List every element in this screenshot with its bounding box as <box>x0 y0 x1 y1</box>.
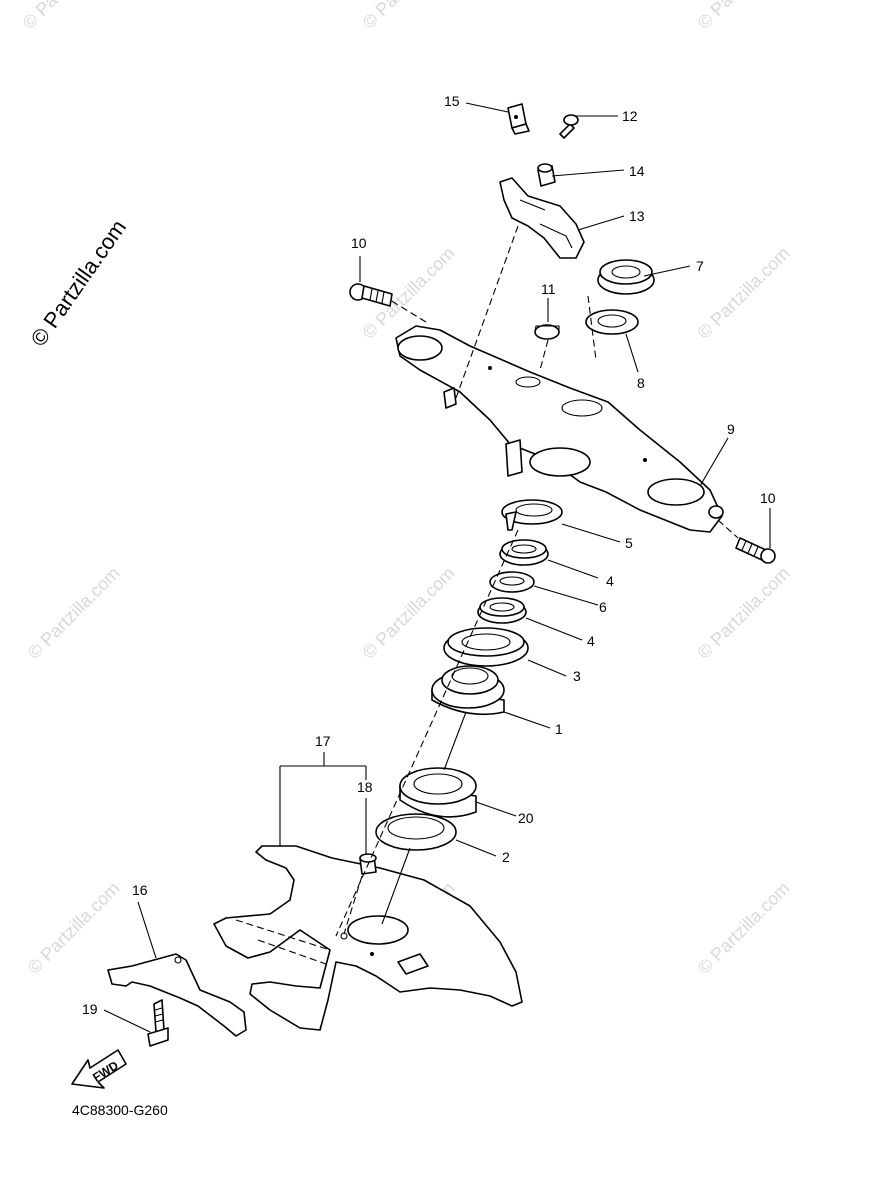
callout-13: 13 <box>629 208 645 224</box>
fwd-arrow: FWD <box>71 1049 127 1089</box>
watermark: © Partzilla.com <box>359 0 459 33</box>
callout-2: 2 <box>502 849 510 865</box>
part-13-bracket <box>499 177 585 259</box>
callout-18: 18 <box>357 779 373 795</box>
part-17-under-bracket <box>213 845 523 1031</box>
part-16-stay <box>107 953 247 1037</box>
callout-5: 5 <box>625 535 633 551</box>
part-19-bolt <box>147 999 169 1047</box>
callout-3: 3 <box>573 668 581 684</box>
watermark: © Partzilla.com <box>694 878 794 978</box>
part-6-washer <box>489 571 535 593</box>
callout-9: 9 <box>727 421 735 437</box>
part-10-bolt-lower <box>735 537 776 564</box>
callout-12: 12 <box>622 108 638 124</box>
part-4-ring-nut-upper <box>499 539 549 566</box>
callout-17: 17 <box>315 733 331 749</box>
part-20-lower-bearing <box>399 767 477 818</box>
assembly-lines <box>335 225 739 937</box>
callout-7: 7 <box>696 258 704 274</box>
part-7-nut <box>597 259 655 295</box>
watermark: © Partzilla.com <box>24 878 124 978</box>
part-2-seal <box>375 813 457 851</box>
callout-15: 15 <box>444 93 460 109</box>
watermark: © Partzilla.com <box>24 563 124 663</box>
watermark: © Partzilla.com <box>694 0 794 33</box>
part-5-lock-washer <box>501 499 563 531</box>
part-9-upper-bracket <box>395 325 724 533</box>
callout-1: 1 <box>555 721 563 737</box>
part-3-seal-cover <box>443 627 529 667</box>
watermark: © Partzilla.com <box>19 0 119 33</box>
callout-10-upper: 10 <box>351 235 367 251</box>
callout-11: 11 <box>541 281 556 297</box>
part-11-cap <box>534 324 560 340</box>
callout-14: 14 <box>629 163 645 179</box>
part-4-ring-nut-lower <box>477 597 527 624</box>
callout-4-upper: 4 <box>606 573 614 589</box>
watermark: © Partzilla.com <box>694 563 794 663</box>
callout-19: 19 <box>82 1001 98 1017</box>
callout-16: 16 <box>132 882 148 898</box>
callout-10-lower: 10 <box>760 490 776 506</box>
part-8-washer <box>585 309 639 335</box>
part-12-screw <box>559 114 579 139</box>
watermark: © Partzilla.com <box>694 243 794 343</box>
callout-8: 8 <box>637 375 645 391</box>
leader-lines <box>103 102 771 1033</box>
copyright-watermark: © Partzilla.com <box>26 215 132 351</box>
part-10-bolt-upper <box>349 283 393 307</box>
part-1-bearing <box>431 665 505 716</box>
part-15-clip <box>507 103 530 135</box>
callout-labels: 15 12 14 13 10 7 11 8 9 10 5 4 6 4 3 1 1… <box>82 93 776 1017</box>
callout-20: 20 <box>518 810 534 826</box>
diagram-code: 4C88300-G260 <box>72 1102 168 1118</box>
callout-4-lower: 4 <box>587 633 595 649</box>
part-14-collar <box>537 163 556 187</box>
callout-6: 6 <box>599 599 607 615</box>
